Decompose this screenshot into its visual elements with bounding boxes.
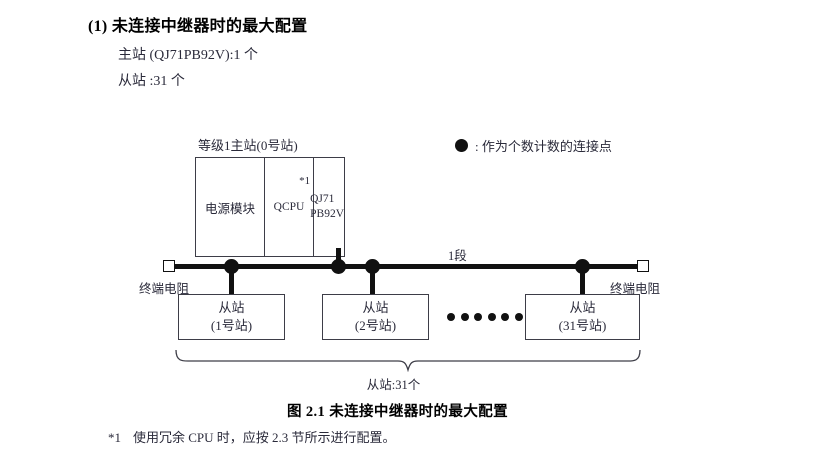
- master-rack: 电源模块 QCPU *1 QJ71 PB92V: [195, 157, 345, 257]
- power-module-label: 电源模块: [204, 201, 255, 216]
- ellipsis-dot: [487, 313, 496, 321]
- slave-station-title: 从站: [569, 300, 596, 316]
- slave-station-box: 从站 (1号站): [178, 294, 285, 340]
- cpu-footnote-mark: *1: [299, 175, 311, 187]
- terminator-box-left: [163, 260, 175, 272]
- terminator-label-right: 终端电阻: [610, 282, 661, 296]
- power-module-cell: 电源模块: [196, 158, 265, 256]
- slave-station-number: (2号站): [354, 318, 397, 333]
- footnote-text: 使用冗余 CPU 时，应按 2.3 节所示进行配置。: [133, 430, 396, 445]
- ellipsis-dot: [474, 313, 483, 321]
- bus-node-master: [331, 259, 346, 274]
- terminator-label-left: 终端电阻: [139, 282, 190, 296]
- slave-station-box: 从站 (31号站): [525, 294, 640, 340]
- bus-line: [172, 264, 642, 269]
- figure-caption: 图 2.1 未连接中继器时的最大配置: [286, 404, 509, 420]
- network-module-cell: QJ71 PB92V: [310, 158, 344, 256]
- ellipsis-dot: [501, 313, 510, 321]
- master-drop-line: [336, 248, 341, 268]
- footnote: *1 使用冗余 CPU 时，应按 2.3 节所示进行配置。: [108, 427, 396, 446]
- slave2-drop-line: [370, 264, 375, 294]
- footnote-mark: *1: [108, 430, 121, 445]
- slave-station-number: (1号站): [210, 318, 253, 333]
- network-module-line2: PB92V: [310, 208, 344, 220]
- ellipsis-dot: [447, 313, 455, 321]
- page-heading: (1) 未连接中继器时的最大配置: [88, 18, 308, 35]
- slave1-drop-line: [229, 264, 234, 294]
- slave-station-box: 从站 (2号站): [322, 294, 429, 340]
- network-module-label: QJ71 PB92V: [310, 192, 344, 221]
- legend-label: : 作为个数计数的连接点: [475, 139, 612, 154]
- slave-count-label: 从站:31个: [366, 378, 421, 392]
- slave-count-brace: [175, 349, 641, 372]
- legend: : 作为个数计数的连接点: [455, 136, 612, 155]
- spec-line-master: 主站 (QJ71PB92V):1 个: [118, 48, 259, 63]
- slave-station-title: 从站: [362, 300, 389, 316]
- slave-station-number: (31号站): [558, 318, 607, 333]
- terminator-box-right: [637, 260, 649, 272]
- ellipsis-dots: [447, 310, 523, 324]
- ellipsis-dot: [460, 313, 469, 321]
- master-station-label: 等级1主站(0号站): [198, 138, 298, 153]
- slave31-drop-line: [580, 264, 585, 294]
- slave-station-title: 从站: [218, 300, 245, 316]
- cpu-module-cell: QCPU *1: [265, 158, 315, 256]
- filled-circle-icon: [455, 139, 468, 152]
- network-module-line1: QJ71: [310, 193, 335, 206]
- cpu-module-label: QCPU: [273, 201, 305, 213]
- spec-line-slave: 从站 :31 个: [118, 74, 185, 89]
- ellipsis-dot: [514, 313, 523, 321]
- segment-label: 1段: [448, 249, 467, 263]
